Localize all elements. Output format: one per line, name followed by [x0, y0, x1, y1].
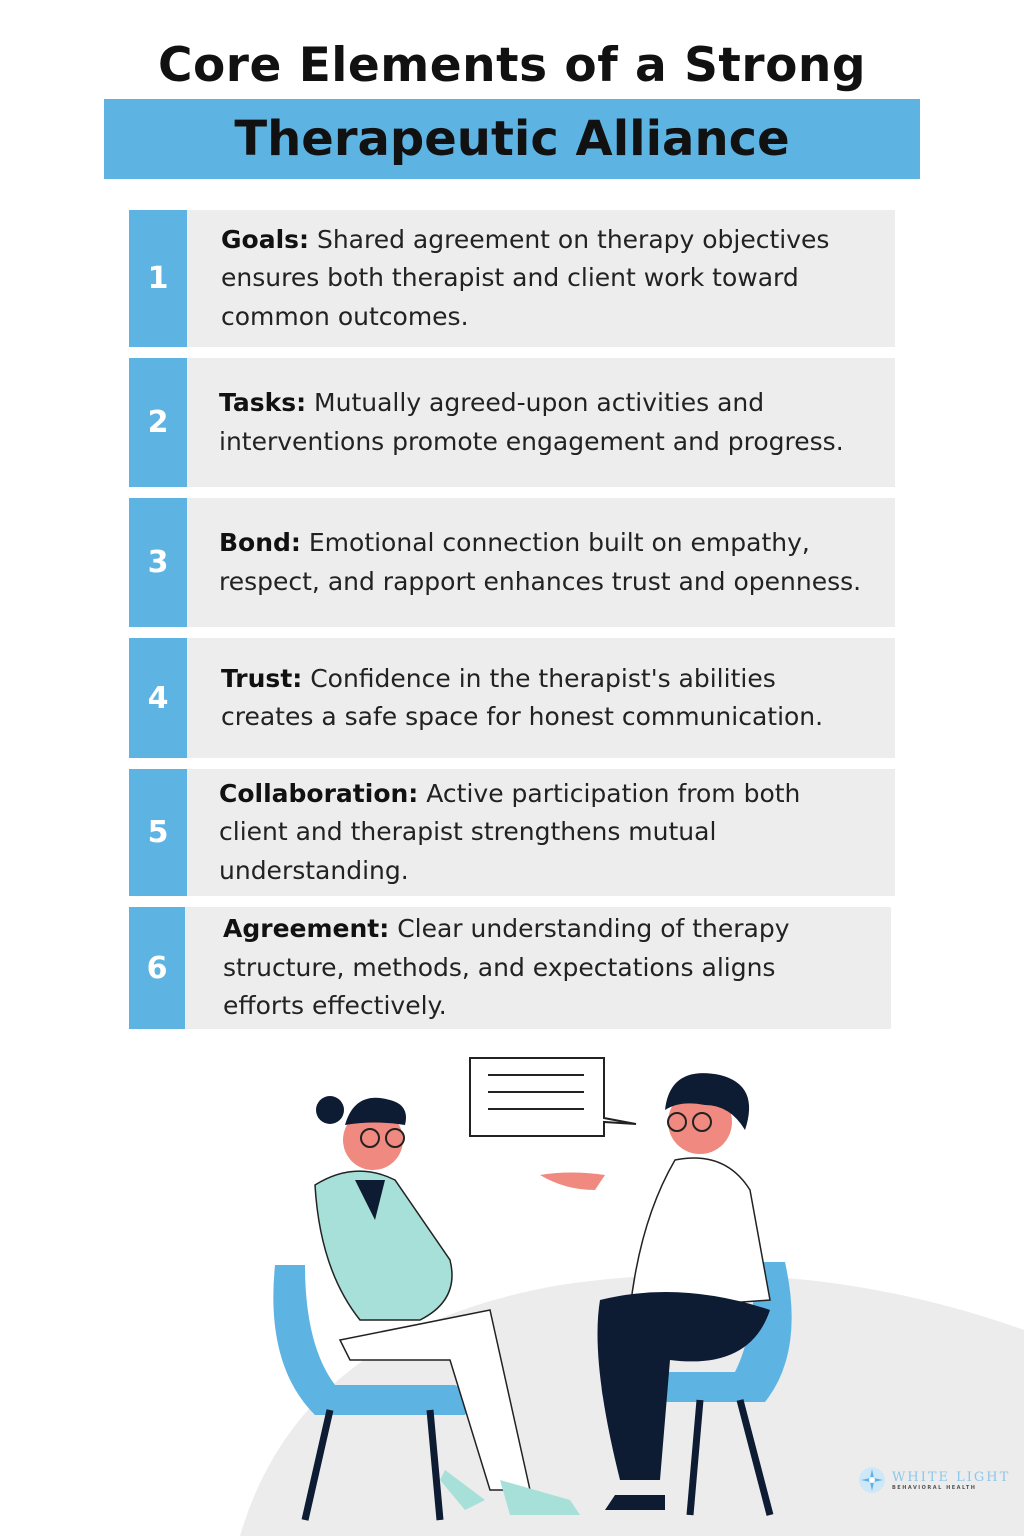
logo-subtitle: BEHAVIORAL HEALTH [892, 1484, 977, 1491]
list-item-agreement: 6 Agreement: Clear understanding of ther… [129, 907, 891, 1029]
gesturing-hand [540, 1172, 605, 1190]
title-line-2: Therapeutic Alliance [234, 111, 790, 167]
list-item-goals: 1 Goals: Shared agreement on therapy obj… [129, 210, 895, 347]
item-term: Agreement: [223, 914, 390, 944]
item-number: 6 [129, 907, 185, 1029]
item-term: Trust: [221, 663, 303, 693]
item-number: 2 [129, 358, 187, 487]
item-description: Mutually agreed-upon activities and inte… [219, 388, 844, 456]
item-term: Bond: [219, 528, 301, 557]
item-term: Collaboration: [219, 778, 419, 808]
therapist-figure [314, 1096, 580, 1515]
client-figure [597, 1073, 771, 1510]
item-term: Tasks: [219, 388, 307, 417]
item-description: Confidence in the therapist's abilities … [221, 663, 824, 732]
list-item-trust: 4 Trust: Confidence in the therapist's a… [129, 638, 895, 758]
logo-name: WHITE LIGHT [892, 1469, 1011, 1485]
therapist-chair [273, 1265, 469, 1521]
client-chair [601, 1262, 792, 1516]
list-item-tasks: 2 Tasks: Mutually agreed-upon activities… [129, 358, 895, 487]
item-description: Shared agreement on therapy objectives e… [221, 224, 830, 331]
item-description: Emotional connection built on empathy, r… [219, 528, 862, 596]
list-item-collaboration: 5 Collaboration: Active participation fr… [129, 769, 895, 896]
star-logo-icon [859, 1467, 885, 1493]
therapy-session-illustration [240, 1057, 1024, 1536]
item-number: 3 [129, 498, 187, 627]
item-number: 4 [129, 638, 187, 758]
white-light-logo: WHITE LIGHT BEHAVIORAL HEALTH [858, 1466, 1010, 1494]
item-description: Clear understanding of therapy structure… [223, 914, 790, 1021]
item-description: Active participation from both client an… [219, 778, 801, 885]
item-number: 5 [129, 769, 187, 896]
title-line-1: Core Elements of a Strong [158, 38, 866, 93]
item-number: 1 [129, 210, 187, 347]
speech-bubble-icon [469, 1057, 637, 1137]
title-banner: Therapeutic Alliance [104, 99, 920, 179]
list-item-bond: 3 Bond: Emotional connection built on em… [129, 498, 895, 627]
item-term: Goals: [221, 224, 310, 254]
